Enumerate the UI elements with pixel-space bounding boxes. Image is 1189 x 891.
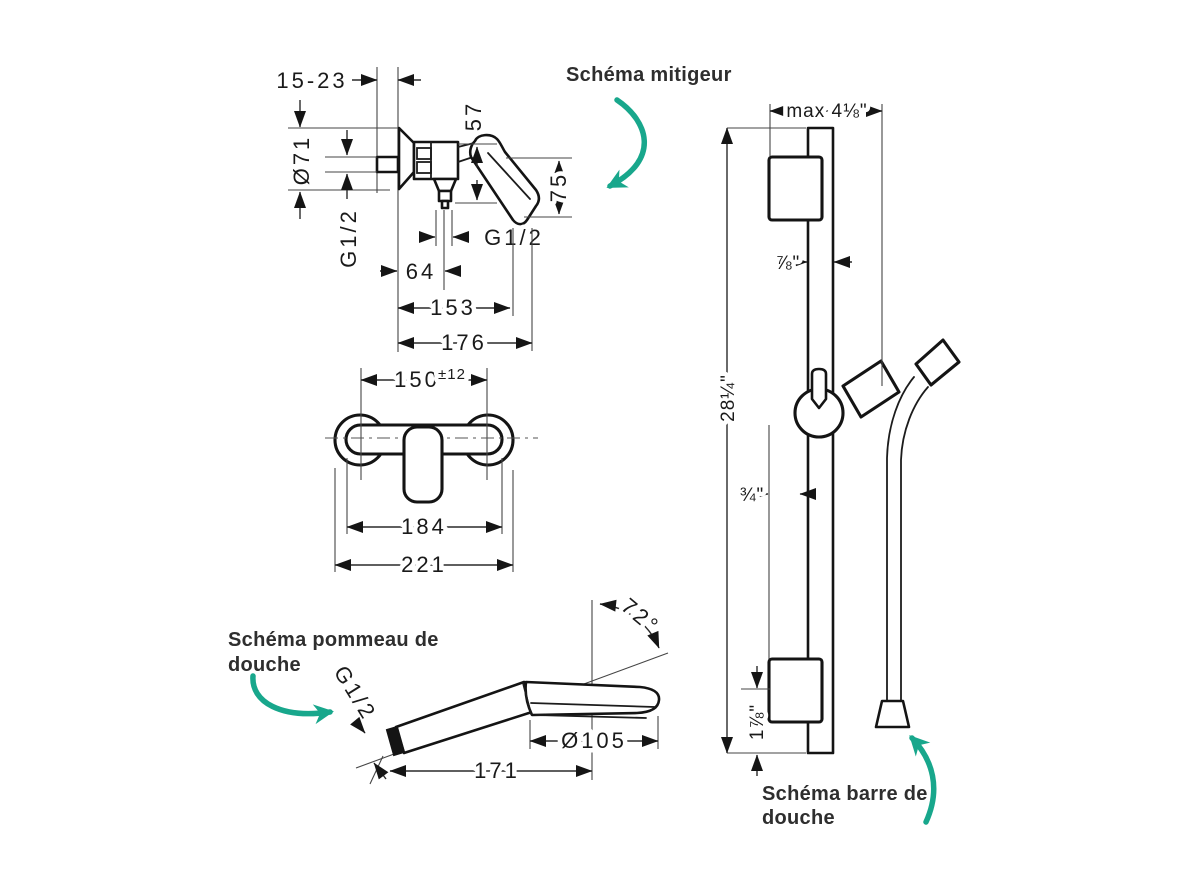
spray-face-line (535, 714, 647, 719)
dim-supply-thread: G1/2 (325, 130, 377, 272)
dim-head-diameter-label: Ø105 (561, 728, 627, 753)
hose-outer-edge (886, 376, 915, 702)
outlet-taper (432, 177, 458, 193)
handle-head-seam (522, 682, 532, 715)
outlet-nipple (440, 199, 450, 210)
dim-projection-label: 153 (430, 295, 476, 320)
mixer-handle-front (402, 425, 444, 504)
dim-lower-mount-offset-label: 1⅞" (747, 704, 768, 740)
dim-bar-diameter: ⅞" (771, 249, 852, 279)
mixer-side-structure (375, 67, 541, 352)
escutcheon-cone (397, 126, 416, 191)
bar-caption-line1: Schéma barre de (762, 783, 928, 805)
dim-max-wall-offset: max 4⅛" (769, 97, 883, 386)
handle-accent-line (487, 152, 531, 200)
dim-spray-angle: 72° (599, 589, 670, 649)
dim-connection-spacing-label: 150 (394, 367, 440, 392)
dim-overall-length-label: 171 (474, 758, 520, 783)
outlet-nut (437, 189, 453, 203)
wall-bar (806, 126, 835, 755)
shower-bar-diagram: max 4⅛" ⅞" 28¼" ¾" 1⅞" Schéma barre de d… (714, 97, 961, 829)
hose-connector (914, 338, 961, 387)
dim-max-wall-offset-label: max 4⅛" (786, 101, 867, 122)
cartridge-neck-bottom (457, 157, 471, 163)
bar-annotation-arrow (909, 735, 937, 825)
handshower-caption-line1: Schéma pommeau de (228, 629, 439, 651)
dim-body-width-label: 184 (401, 514, 447, 539)
dim-connection-tolerance-label: ±12 (438, 366, 466, 383)
dim-outlet-thread-label: G1/2 (484, 225, 544, 250)
handshower-inlet-cap (385, 725, 406, 757)
dim-bar-length-label: 28¼" (718, 374, 739, 422)
dim-lower-mount-offset: 1⅞" (741, 666, 773, 776)
dim-handle-drop-label: 75 (546, 172, 571, 202)
handshower-annotation-arrow (250, 673, 334, 725)
dim-spray-angle-label: 72° (617, 593, 665, 639)
dim-bar-diameter-label: ⅞" (776, 253, 801, 274)
dim-connection-spacing: 150 ±12 (360, 362, 488, 397)
dim-overall-length: 171 (369, 754, 593, 788)
dim-overall-width-label: 221 (401, 552, 447, 577)
handshower-holder (841, 359, 901, 419)
handshower-caption-line2: douche (228, 654, 301, 676)
head-face-line (530, 702, 656, 708)
concealed-supply-stub (375, 155, 400, 174)
mixer-front-structure (325, 368, 538, 504)
dim-supply-thread-label: G1/2 (336, 208, 361, 268)
dim-wall-clearance-label: ¾" (740, 485, 765, 506)
mixer-caption: Schéma mitigeur (566, 64, 732, 86)
dim-handle-drop: 75 (506, 157, 576, 218)
dim-cartridge-height: 57 (455, 96, 497, 204)
handshower-structure (355, 600, 669, 780)
mixer-annotation-arrow (606, 97, 647, 189)
mixer-handle (468, 133, 541, 226)
handshower-handle (394, 680, 534, 755)
dim-total-projection-label: 176 (441, 330, 487, 355)
dim-wall-depth: 15-23 (272, 64, 421, 98)
bar-structure (767, 126, 961, 755)
dim-escutcheon-diameter-label: Ø71 (289, 135, 314, 186)
body-detail-upper (416, 147, 432, 160)
dim-total-projection: 176 (397, 228, 533, 360)
dim-bar-length: 28¼" (714, 127, 806, 754)
dim-overall-width: 221 (334, 468, 514, 582)
mixer-front-view-diagram: 150 ±12 184 221 (325, 362, 538, 582)
dim-cartridge-height-label: 57 (461, 101, 486, 131)
dim-projection: 153 (397, 228, 514, 325)
bottom-wall-mount (767, 657, 824, 724)
handshower-diagram: 72° G1/2 Ø105 171 Schéma pommeau de douc… (228, 589, 670, 788)
dim-head-diameter: Ø105 (529, 716, 659, 758)
mixer-side-view-diagram: 15-23 Ø71 G1/2 57 75 (272, 64, 732, 360)
slider-lever (810, 367, 828, 410)
hose-inner-edge (900, 386, 929, 702)
dim-handshower-thread: G1/2 (324, 657, 386, 734)
top-wall-mount (767, 155, 824, 222)
body-detail-lower (416, 161, 432, 174)
hose-end-fitting (874, 699, 911, 729)
dim-wall-depth-label: 15-23 (276, 68, 347, 93)
dim-outlet-offset-label: 64 (406, 259, 436, 284)
handshower-head (524, 680, 661, 717)
dim-handshower-thread-label: G1/2 (329, 661, 382, 725)
dim-escutcheon-diameter: Ø71 (285, 100, 398, 219)
dim-outlet-offset: 64 (380, 255, 461, 289)
dim-body-width: 184 (346, 458, 503, 544)
dim-wall-clearance: ¾" (735, 481, 816, 511)
bar-caption-line2: douche (762, 807, 835, 829)
